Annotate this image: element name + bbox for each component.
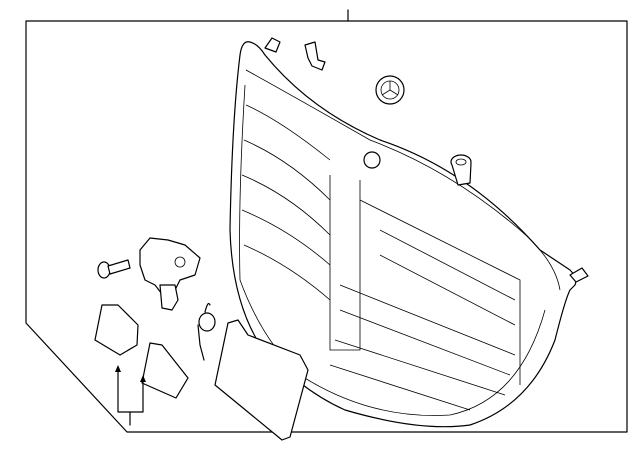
cover-flap-left xyxy=(94,304,139,356)
star-emblem xyxy=(375,75,405,105)
frame-border xyxy=(25,9,628,433)
spring xyxy=(197,302,216,361)
actuator-motor xyxy=(139,237,201,311)
cover-flap-middle xyxy=(141,342,189,399)
grille-louvers xyxy=(241,104,521,411)
callout-arrows xyxy=(115,365,146,426)
emblem-mount xyxy=(363,151,381,169)
bolt xyxy=(97,259,131,279)
cover-panel xyxy=(214,319,309,441)
sleeve-nut xyxy=(450,154,472,186)
clip-top xyxy=(304,41,326,71)
grille-assembly xyxy=(229,37,589,428)
